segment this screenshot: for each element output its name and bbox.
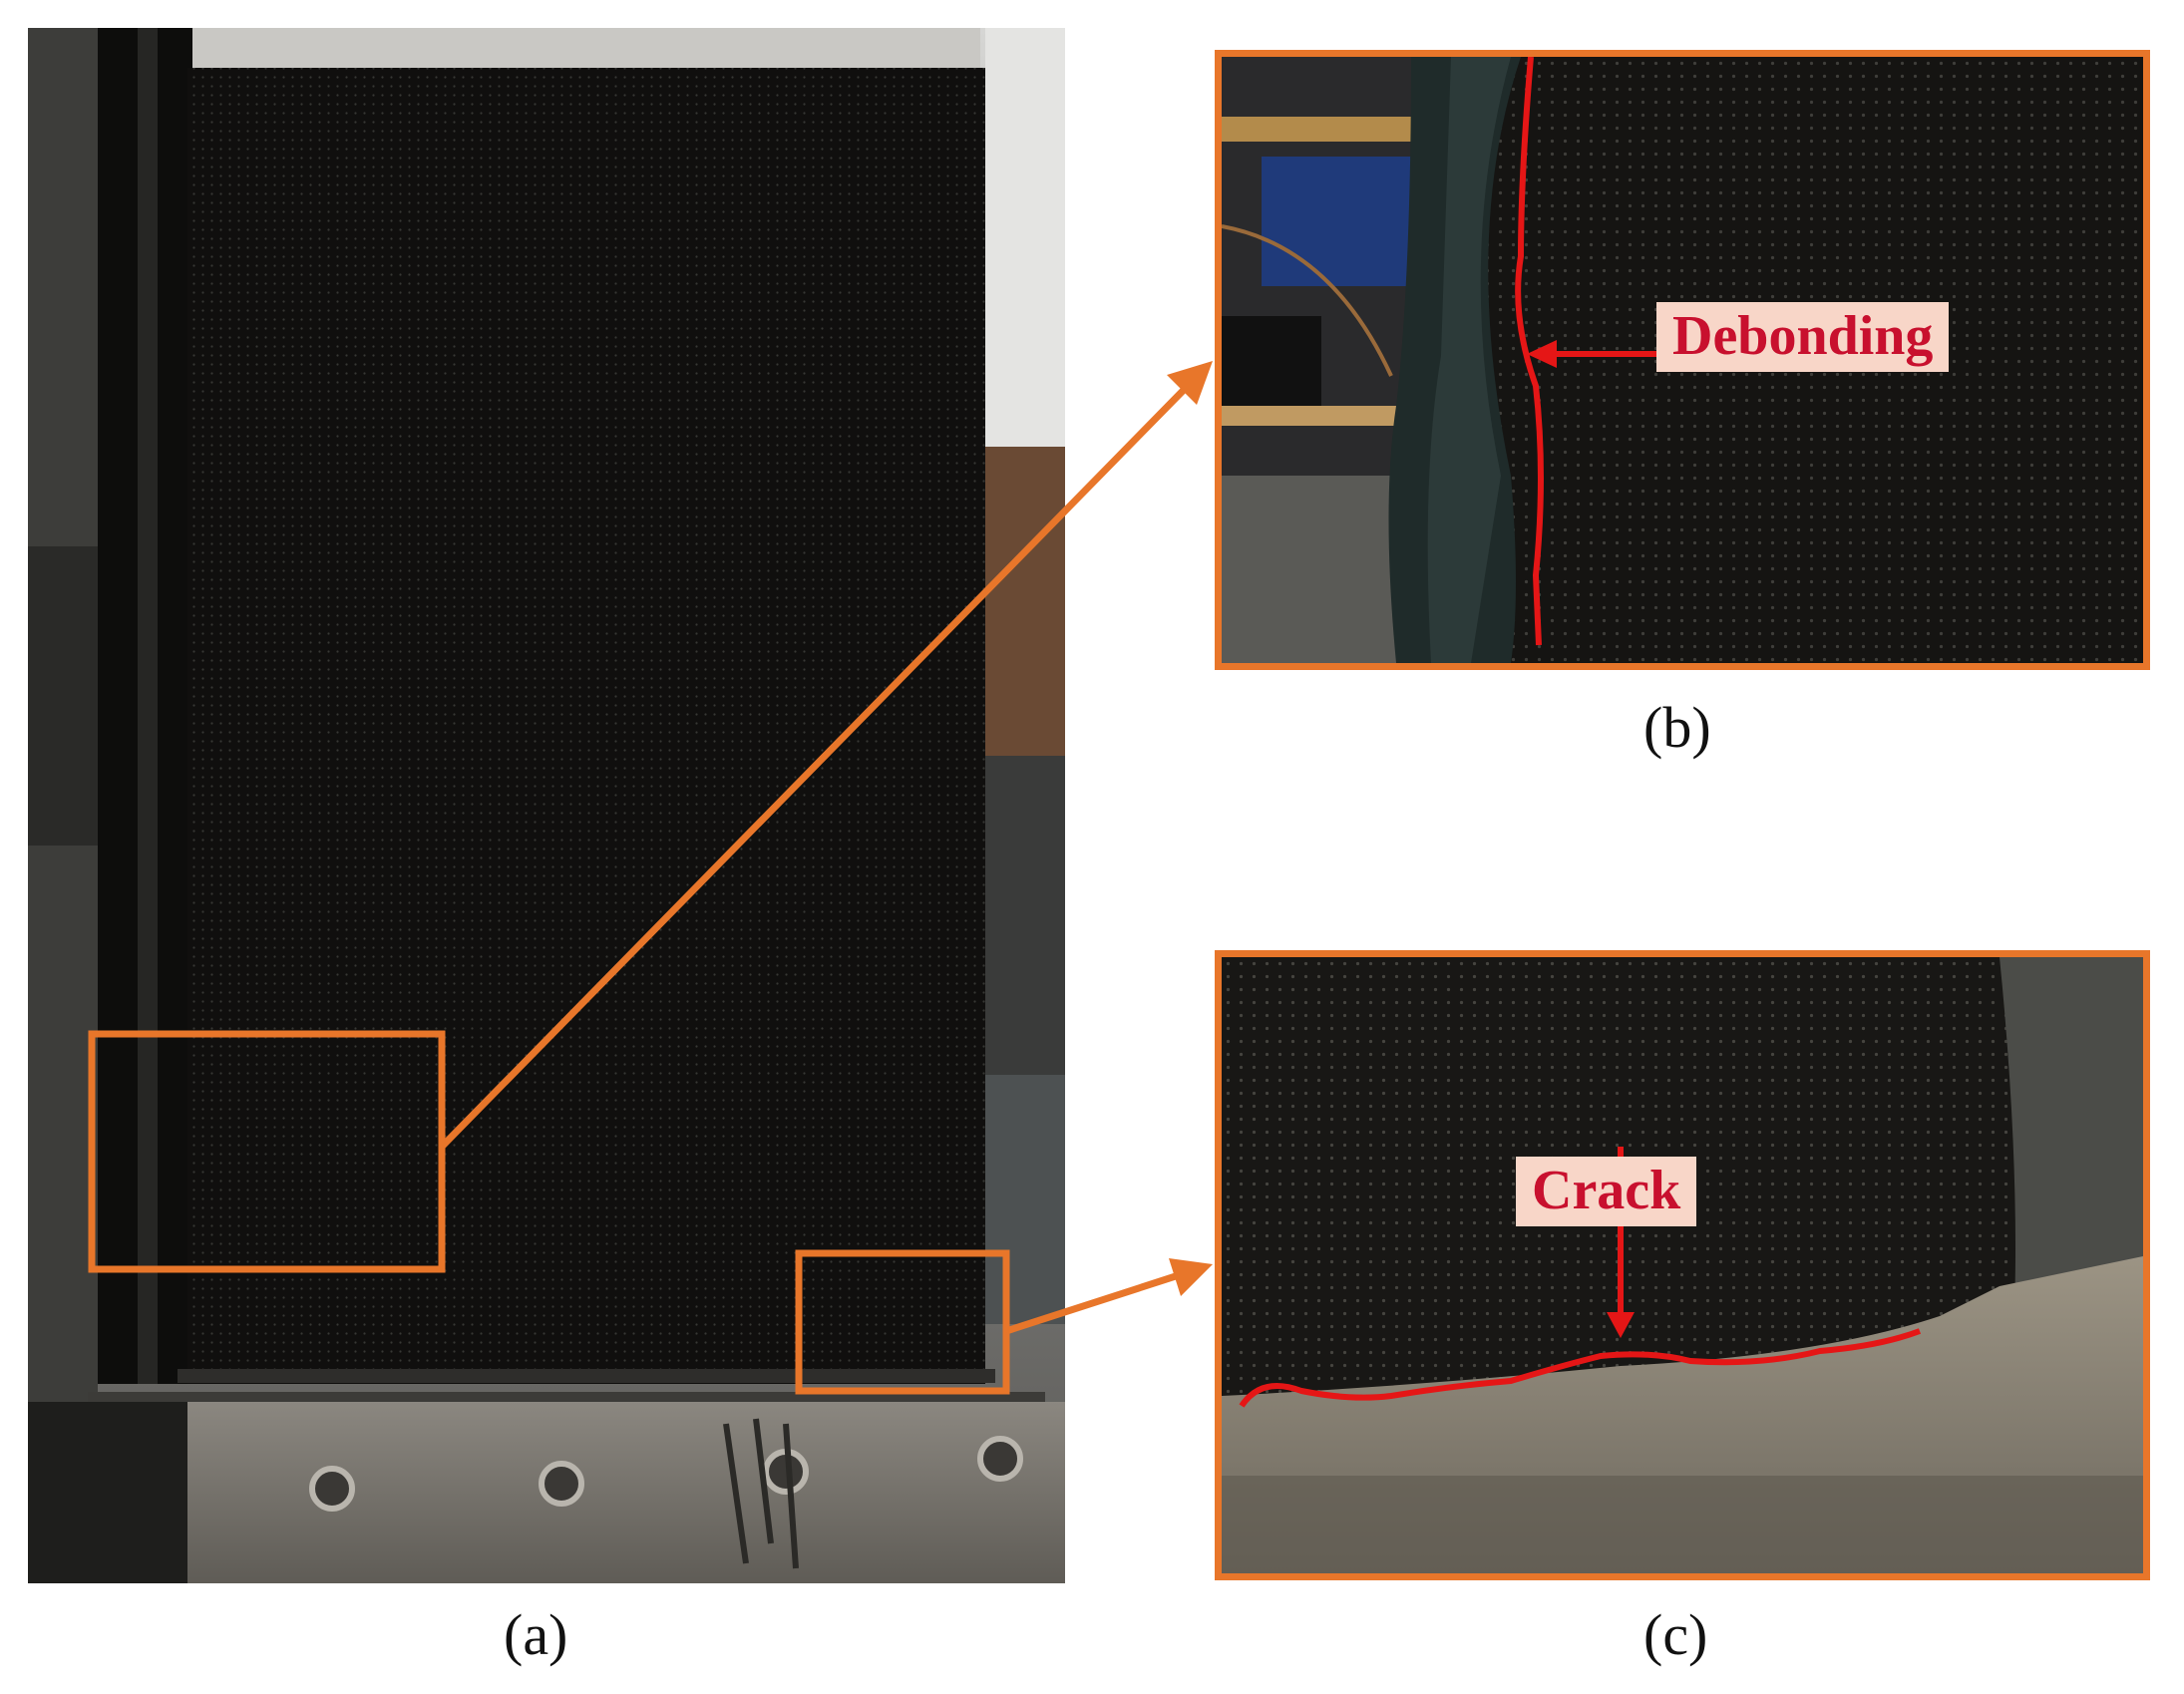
debonding-closeup-photo <box>1222 57 2143 663</box>
crack-arrow-head <box>1607 1312 1635 1338</box>
connector-arrow-b-head <box>1167 361 1213 405</box>
photo-panel-b: Debonding <box>1215 50 2150 670</box>
debonding-label: Debonding <box>1656 302 1950 372</box>
caption-b: (b) <box>1643 695 1711 760</box>
debonding-arrow-head <box>1527 340 1557 368</box>
crack-marker-line <box>1239 1328 1922 1408</box>
crack-label: Crack <box>1516 1157 1697 1226</box>
caption-c: (c) <box>1643 1602 1708 1667</box>
photo-panel-a <box>28 28 1065 1583</box>
column-photo <box>28 28 1065 1583</box>
connector-arrow-c-head <box>1169 1258 1213 1296</box>
crack-closeup-photo <box>1222 957 2143 1573</box>
debonding-marker-line <box>1515 57 1544 646</box>
caption-a: (a) <box>504 1602 568 1667</box>
photo-panel-c: Crack <box>1215 950 2150 1580</box>
